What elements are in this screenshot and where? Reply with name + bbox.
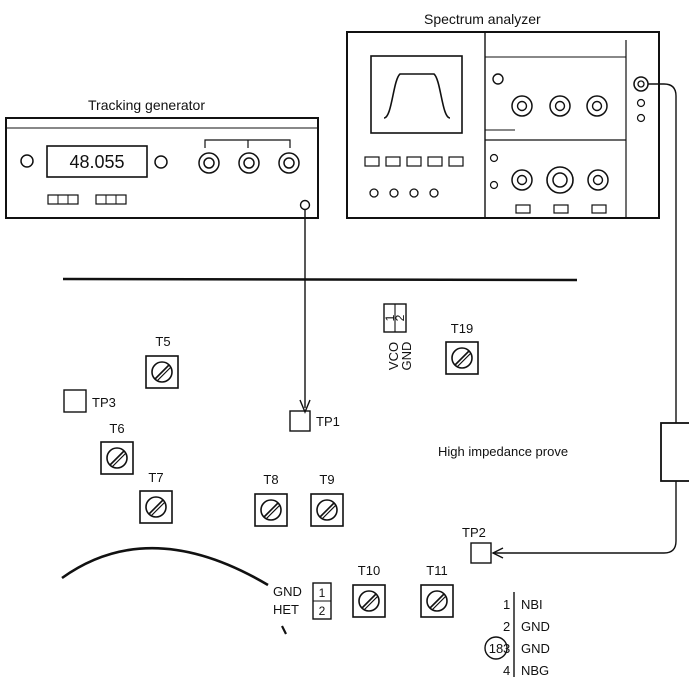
svg-text:18: 18 bbox=[489, 641, 503, 656]
trimmer-t8: T8 bbox=[254, 472, 288, 527]
tg-connector-2 bbox=[238, 152, 260, 174]
svg-text:T8: T8 bbox=[263, 472, 278, 487]
sa-knob-row-small bbox=[369, 188, 439, 198]
vco-pin-2: 2 bbox=[393, 314, 407, 321]
cable-sa-to-probe bbox=[648, 83, 677, 423]
tp1: TP1 bbox=[289, 410, 340, 432]
svg-text:2: 2 bbox=[319, 604, 326, 618]
trimmer-t10: T10 bbox=[352, 563, 386, 618]
tg-indicator-left bbox=[20, 154, 34, 168]
svg-text:T5: T5 bbox=[155, 334, 170, 349]
trimmer-t6: T6 bbox=[100, 421, 134, 475]
svg-text:4: 4 bbox=[503, 663, 510, 677]
sa-trace bbox=[383, 73, 451, 119]
vco-label: VCO bbox=[386, 342, 401, 370]
trimmer-t9: T9 bbox=[310, 472, 344, 527]
svg-text:T19: T19 bbox=[451, 321, 473, 336]
pin-gnd-2: GND bbox=[521, 619, 550, 634]
svg-text:TP2: TP2 bbox=[462, 525, 486, 540]
svg-text:T9: T9 bbox=[319, 472, 334, 487]
vco-gnd-label: GND bbox=[399, 342, 414, 371]
tracking-generator: Tracking generator 48.055 bbox=[5, 97, 319, 219]
cable-probe-to-tp2 bbox=[491, 481, 677, 559]
svg-text:T6: T6 bbox=[109, 421, 124, 436]
vco-pin-1: 1 bbox=[383, 314, 397, 321]
spectrum-analyzer-title: Spectrum analyzer bbox=[424, 11, 541, 27]
het-gnd-label: GND bbox=[273, 584, 302, 599]
svg-text:TP1: TP1 bbox=[316, 414, 340, 429]
tg-connector-3 bbox=[278, 152, 300, 174]
svg-text:TP3: TP3 bbox=[92, 395, 116, 410]
sa-crt-screen bbox=[370, 55, 463, 134]
trimmer-t19: T19 bbox=[445, 321, 479, 375]
vco-connector: 1 2 VCO GND bbox=[383, 303, 414, 371]
tg-frequency-readout: 48.055 bbox=[69, 152, 124, 172]
sa-button-row bbox=[364, 156, 464, 167]
trimmer-t5: T5 bbox=[145, 334, 179, 389]
svg-text:T11: T11 bbox=[426, 563, 447, 578]
tp3: TP3 bbox=[63, 389, 116, 413]
het-label: HET bbox=[273, 602, 299, 617]
pcb-edge bbox=[62, 277, 578, 282]
tracking-generator-title: Tracking generator bbox=[88, 97, 205, 113]
svg-text:T10: T10 bbox=[358, 563, 380, 578]
sa-input-jack bbox=[633, 76, 649, 92]
cable-tg-to-tp1 bbox=[299, 210, 311, 414]
svg-text:T7: T7 bbox=[148, 470, 163, 485]
sa-knob-row-lower bbox=[511, 166, 609, 194]
het-connector: GND HET 1 2 bbox=[273, 582, 332, 620]
spectrum-analyzer-panel bbox=[346, 31, 660, 219]
high-impedance-probe bbox=[660, 422, 689, 482]
pin-nbi: NBI bbox=[521, 597, 543, 612]
connector-18: 18 1 2 3 4 NBI GND GND NBG bbox=[484, 592, 550, 677]
tg-switch-group-2 bbox=[95, 194, 127, 205]
trimmer-t7: T7 bbox=[139, 470, 173, 524]
tg-indicator-right bbox=[154, 155, 168, 169]
spectrum-analyzer: Spectrum analyzer bbox=[346, 11, 660, 219]
pin-gnd-3: GND bbox=[521, 641, 550, 656]
tg-frequency-display bbox=[46, 145, 148, 178]
tg-switch-group-1 bbox=[47, 194, 79, 205]
tg-output-jack bbox=[299, 199, 311, 211]
tracking-generator-panel bbox=[5, 117, 319, 219]
svg-text:3: 3 bbox=[503, 641, 510, 656]
sa-knob-row-upper bbox=[511, 95, 608, 117]
trimmer-t11: T11 bbox=[420, 563, 454, 618]
svg-text:1: 1 bbox=[503, 597, 510, 612]
svg-text:2: 2 bbox=[503, 619, 510, 634]
tp2: TP2 bbox=[462, 525, 492, 564]
pin-nbg: NBG bbox=[521, 663, 549, 677]
tg-connector-1 bbox=[198, 152, 220, 174]
shield-arc bbox=[61, 546, 269, 587]
svg-text:1: 1 bbox=[319, 586, 326, 600]
connector-18-marker bbox=[484, 636, 508, 660]
probe-label: High impedance prove bbox=[438, 444, 568, 459]
